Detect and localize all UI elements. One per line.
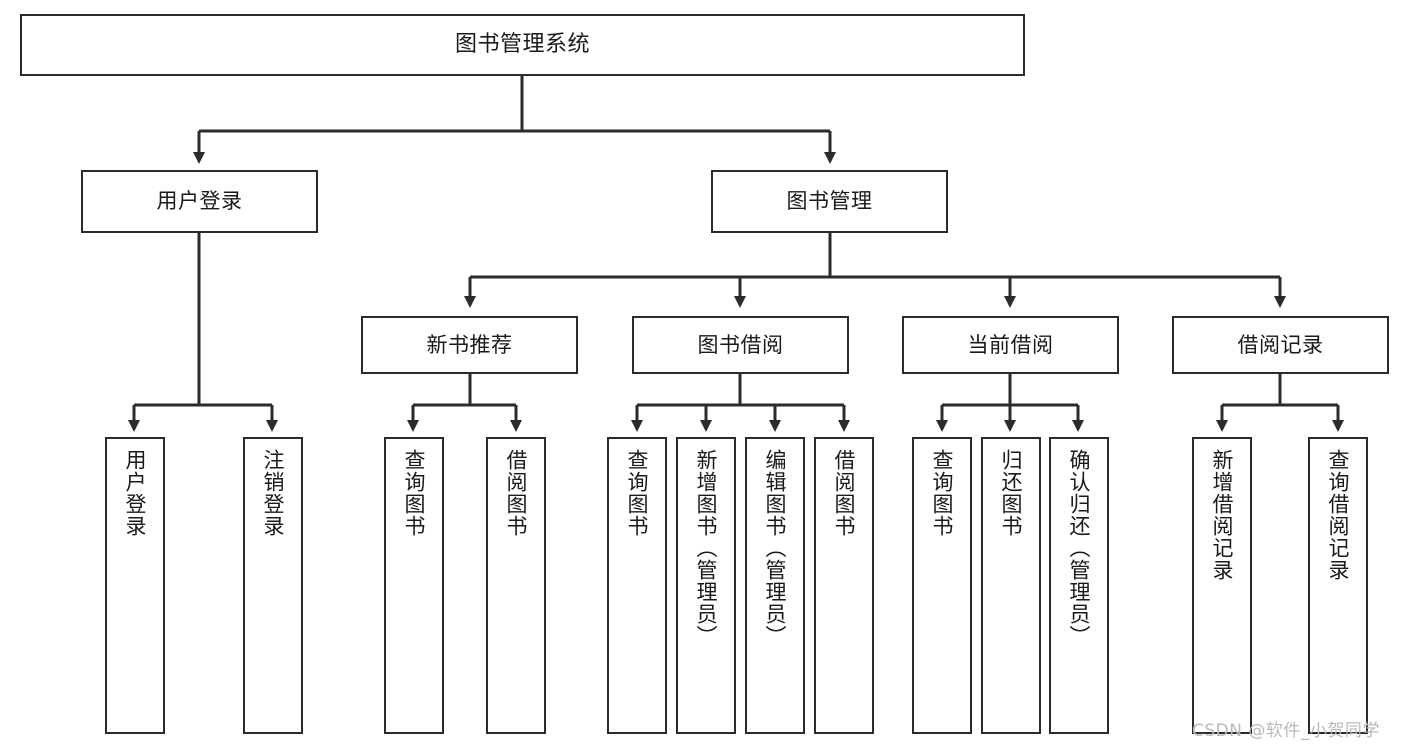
node-book-borrow-label: 图书借阅 — [697, 332, 784, 357]
node-root[interactable]: 图书管理系统 — [20, 14, 1025, 76]
leaf-current-borrow-return-label: 归还图书 — [999, 449, 1024, 537]
leaf-book-borrow-borrow[interactable]: 借阅图书 — [814, 437, 874, 734]
node-book-management-label: 图书管理 — [786, 189, 873, 214]
leaf-book-borrow-borrow-label: 借阅图书 — [832, 449, 857, 537]
leaf-new-book-borrow-label: 借阅图书 — [504, 449, 529, 537]
leaf-current-borrow-return[interactable]: 归还图书 — [981, 437, 1041, 734]
leaf-current-borrow-query-label: 查询图书 — [930, 449, 955, 537]
leaf-book-borrow-edit-label: 编辑图书（管理员） — [763, 449, 788, 647]
leaf-book-borrow-add-label: 新增图书（管理员） — [694, 449, 719, 647]
leaf-borrow-record-add-label: 新增借阅记录 — [1210, 449, 1235, 581]
leaf-borrow-record-query-label: 查询借阅记录 — [1326, 449, 1351, 581]
leaf-current-borrow-query[interactable]: 查询图书 — [912, 437, 972, 734]
leaf-book-borrow-query-label: 查询图书 — [625, 449, 650, 537]
node-borrow-record-label: 借阅记录 — [1237, 332, 1324, 357]
node-current-borrow[interactable]: 当前借阅 — [902, 316, 1119, 374]
leaf-new-book-query-label: 查询图书 — [402, 449, 427, 537]
node-borrow-record[interactable]: 借阅记录 — [1172, 316, 1389, 374]
leaf-user-login-logout-label: 注销登录 — [261, 449, 286, 537]
node-new-book-recommend[interactable]: 新书推荐 — [361, 316, 578, 374]
node-book-management[interactable]: 图书管理 — [711, 170, 948, 233]
leaf-book-borrow-add[interactable]: 新增图书（管理员） — [676, 437, 736, 734]
leaf-book-borrow-edit[interactable]: 编辑图书（管理员） — [745, 437, 805, 734]
node-user-login[interactable]: 用户登录 — [81, 170, 318, 233]
node-user-login-label: 用户登录 — [156, 189, 243, 214]
node-new-book-recommend-label: 新书推荐 — [426, 332, 513, 357]
node-book-borrow[interactable]: 图书借阅 — [632, 316, 849, 374]
leaf-borrow-record-query[interactable]: 查询借阅记录 — [1308, 437, 1368, 734]
leaf-new-book-borrow[interactable]: 借阅图书 — [486, 437, 546, 734]
node-current-borrow-label: 当前借阅 — [967, 332, 1054, 357]
leaf-user-login-login-label: 用户登录 — [123, 449, 148, 537]
leaf-new-book-query[interactable]: 查询图书 — [384, 437, 444, 734]
node-root-label: 图书管理系统 — [454, 32, 590, 58]
leaf-book-borrow-query[interactable]: 查询图书 — [607, 437, 667, 734]
leaf-current-borrow-confirm-label: 确认归还（管理员） — [1067, 449, 1092, 647]
leaf-borrow-record-add[interactable]: 新增借阅记录 — [1192, 437, 1252, 734]
leaf-user-login-login[interactable]: 用户登录 — [105, 437, 165, 734]
leaf-user-login-logout[interactable]: 注销登录 — [243, 437, 303, 734]
leaf-current-borrow-confirm[interactable]: 确认归还（管理员） — [1049, 437, 1109, 734]
